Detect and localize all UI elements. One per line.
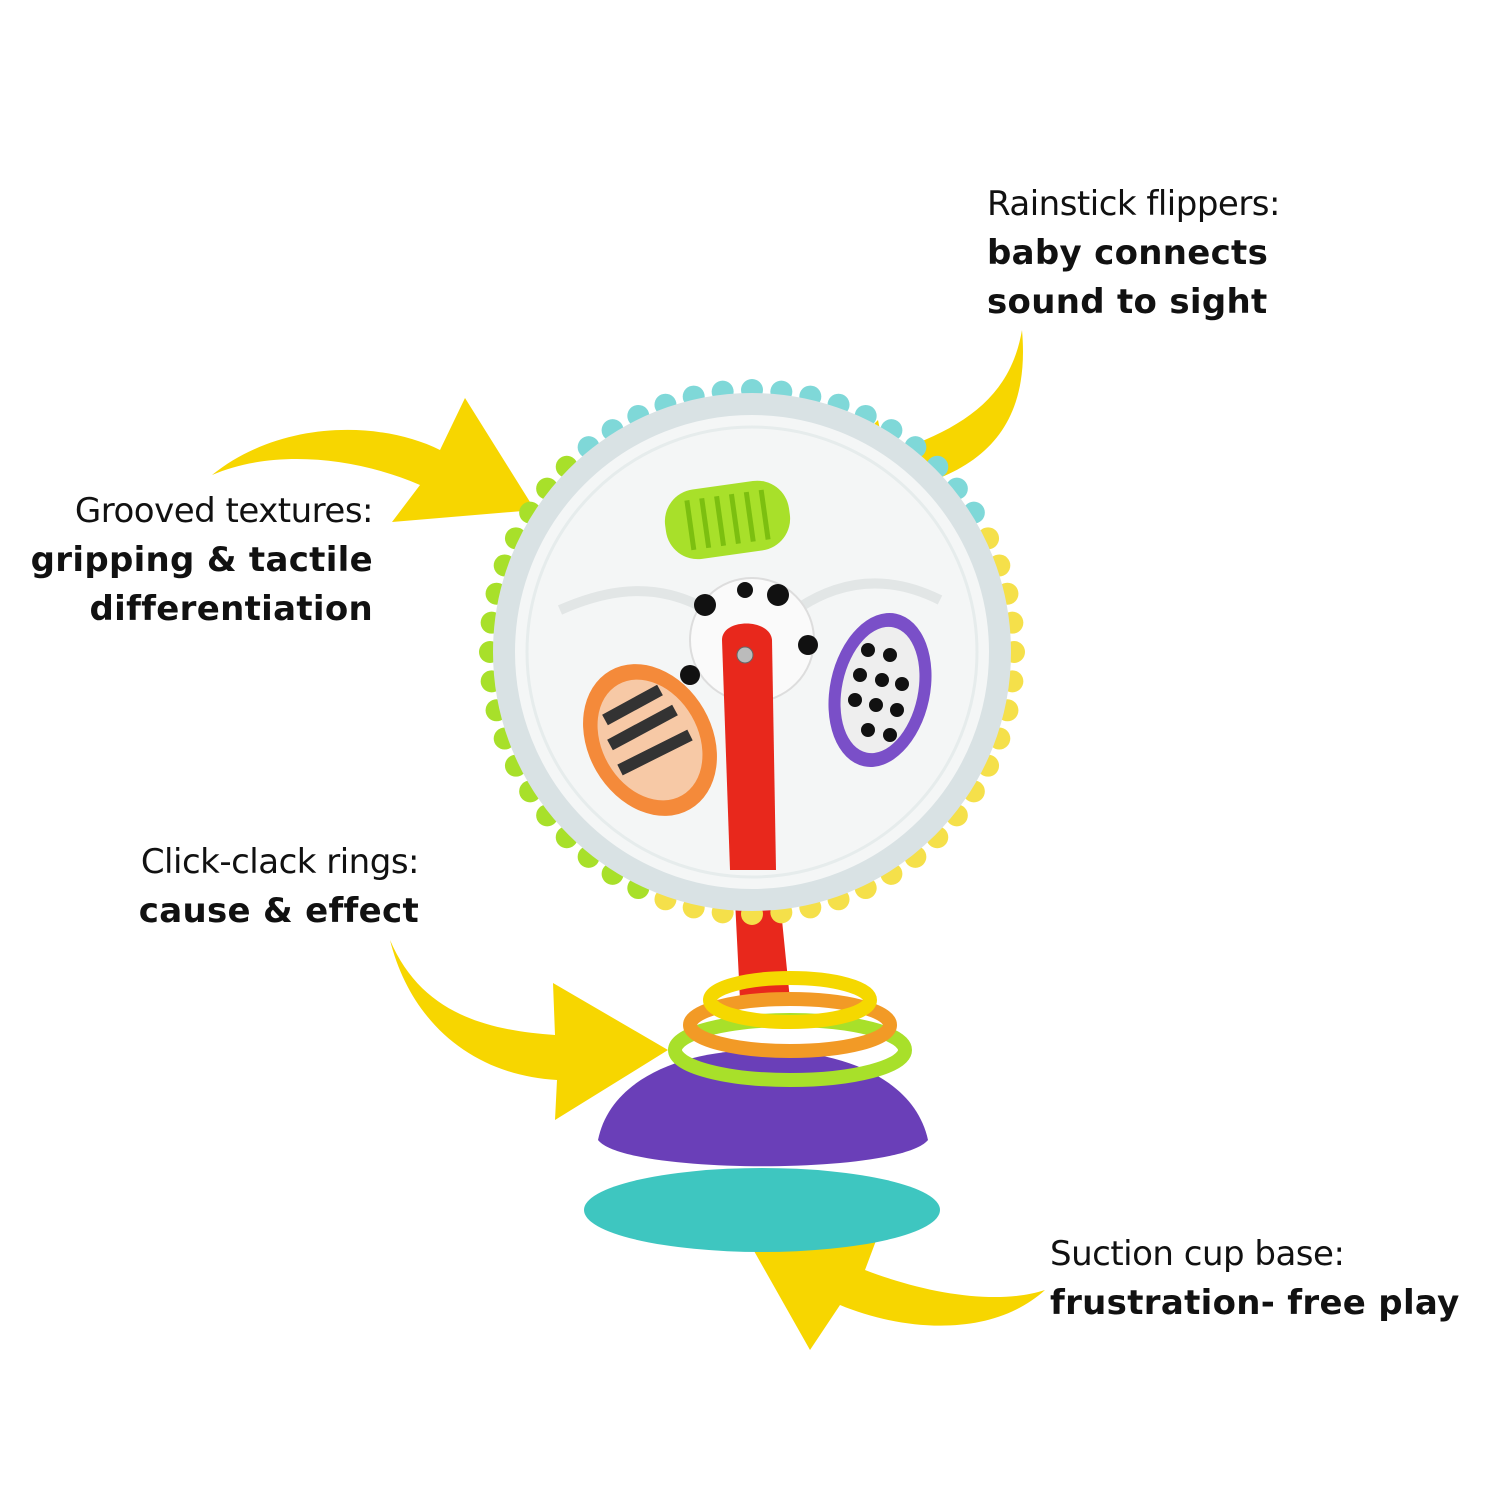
callout-text: baby connects (987, 233, 1269, 273)
suction-cup (584, 1168, 940, 1252)
green-flipper (664, 480, 791, 560)
callout-grooved: Grooved textures: gripping & tactile dif… (30, 487, 374, 634)
callout-text: differentiation (89, 589, 373, 629)
arrow-suction (745, 1230, 1045, 1350)
orange-flipper (583, 664, 717, 816)
callout-text: cause & effect (138, 891, 419, 931)
ring-orange (683, 992, 897, 1058)
callout-clickclack: Click-clack rings: cause & effect (138, 838, 420, 936)
callout-title: Suction cup base: (1050, 1234, 1345, 1274)
callout-rainstick: Rainstick flippers: baby connects sound … (987, 180, 1280, 327)
callout-title: Rainstick flippers: (987, 184, 1280, 224)
callout-text: frustration- free play (1050, 1283, 1460, 1323)
callout-text: sound to sight (987, 282, 1268, 322)
arrow-grooved (212, 398, 535, 522)
callout-title: Click-clack rings: (140, 842, 420, 882)
ring-yellow (703, 971, 877, 1029)
arrow-clickclack (390, 940, 668, 1120)
callout-title: Grooved textures: (74, 491, 374, 531)
callout-text: gripping & tactile (30, 540, 373, 580)
purple-flipper (828, 612, 932, 768)
callout-suction: Suction cup base: frustration- free play (1050, 1230, 1460, 1328)
